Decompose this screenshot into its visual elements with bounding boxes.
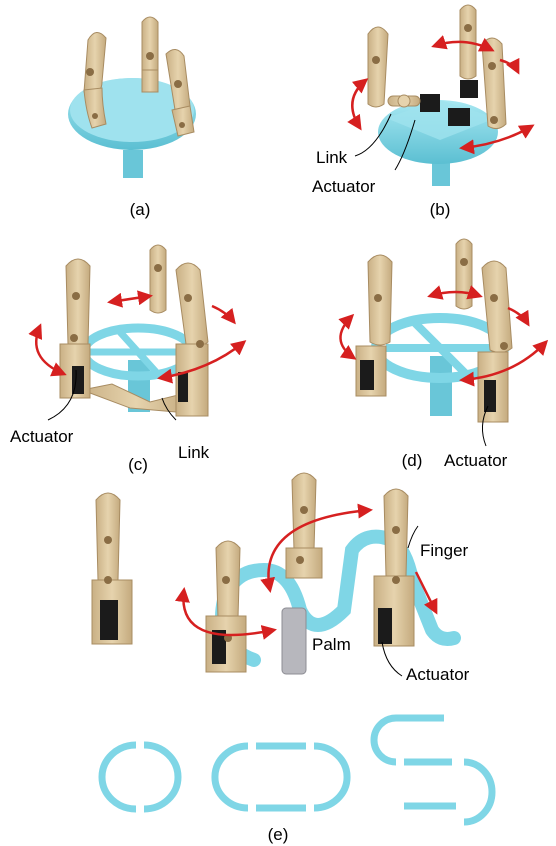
actuator <box>420 94 440 112</box>
rotation-arrow <box>212 306 234 322</box>
actuator <box>460 80 478 98</box>
rotation-arrow <box>352 80 366 128</box>
actuator <box>178 372 188 402</box>
actuator <box>360 360 374 390</box>
track-config-s <box>374 718 492 822</box>
rotation-arrow <box>110 296 150 302</box>
annotation-actuator: Actuator <box>312 177 376 196</box>
finger <box>368 27 388 107</box>
panel-b: Link Actuator (b) <box>312 5 532 219</box>
finger <box>206 541 246 672</box>
actuator <box>484 380 496 412</box>
annotation-finger: Finger <box>420 541 469 560</box>
palm-stem <box>430 356 452 416</box>
track-config-oval <box>215 746 347 808</box>
panel-a: (a) <box>68 17 196 219</box>
finger <box>478 261 512 422</box>
finger <box>150 245 166 313</box>
track-config-circle <box>102 745 178 809</box>
panel-e: Finger Palm Actuator (e) <box>92 473 492 844</box>
rotation-arrow <box>508 308 528 324</box>
panel-label-a: (a) <box>130 200 151 219</box>
panel-label-b: (b) <box>430 200 451 219</box>
panel-label-d: (d) <box>402 451 423 470</box>
annotation-link: Link <box>178 443 210 462</box>
panel-c: Actuator Link (c) <box>10 245 244 474</box>
finger <box>142 17 158 92</box>
panel-d: Actuator (d) <box>340 239 546 470</box>
annotation-actuator: Actuator <box>444 451 508 470</box>
finger <box>356 255 392 396</box>
palm-stem <box>282 608 306 674</box>
annotation-link: Link <box>316 148 348 167</box>
panel-label-e: (e) <box>268 825 289 844</box>
actuator <box>100 600 118 640</box>
actuator <box>448 108 470 126</box>
annotation-palm: Palm <box>312 635 351 654</box>
finger <box>60 259 90 398</box>
rotation-arrow <box>340 316 354 358</box>
leader-line <box>382 642 402 676</box>
annotation-actuator: Actuator <box>406 665 470 684</box>
finger <box>456 239 472 309</box>
leader-line <box>408 526 418 548</box>
annotation-actuator: Actuator <box>10 427 74 446</box>
actuator <box>378 608 392 644</box>
finger-module <box>92 493 132 644</box>
palm-stem <box>123 150 143 178</box>
finger <box>84 32 106 128</box>
panel-label-c: (c) <box>128 455 148 474</box>
